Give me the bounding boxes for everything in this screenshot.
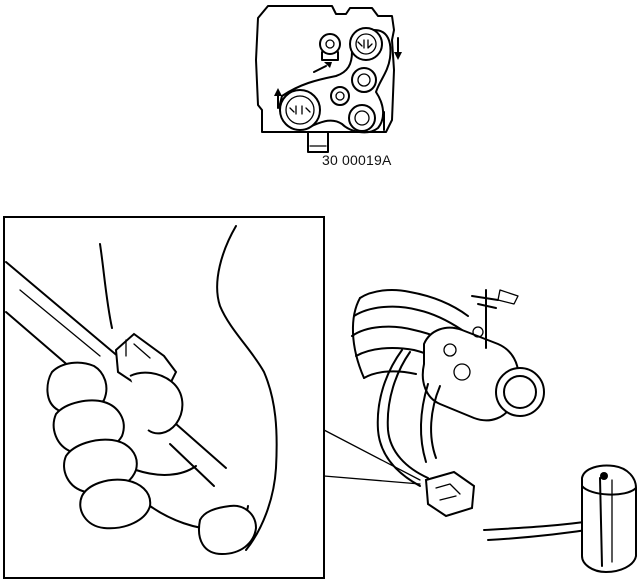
alternator-pulley xyxy=(319,33,341,61)
wrench-knob xyxy=(198,504,258,556)
callout-line-bottom xyxy=(323,475,421,485)
sensor-connector xyxy=(424,470,476,518)
throttle-body-assembly xyxy=(351,289,545,518)
power-steering-pulley xyxy=(349,27,383,61)
arrow-top xyxy=(313,65,327,73)
inset-frame xyxy=(3,216,325,579)
wrench-extension xyxy=(175,423,227,469)
arm-contour-left xyxy=(99,243,113,329)
wrench-handle-top xyxy=(5,261,121,359)
arm-contour-right xyxy=(216,225,278,551)
figure-code-label: 30 00019A xyxy=(322,152,392,168)
hand-fist xyxy=(46,361,249,531)
callout-line-top xyxy=(323,429,421,481)
belt-routing-diagram xyxy=(255,5,402,153)
inset-wrench-illustration xyxy=(3,216,325,579)
crankshaft-pulley xyxy=(279,89,321,131)
ac-compressor-pulley xyxy=(348,104,376,132)
tensioner-pulley xyxy=(330,86,350,106)
idler-pulley xyxy=(351,67,377,93)
probe-tool xyxy=(483,464,637,574)
